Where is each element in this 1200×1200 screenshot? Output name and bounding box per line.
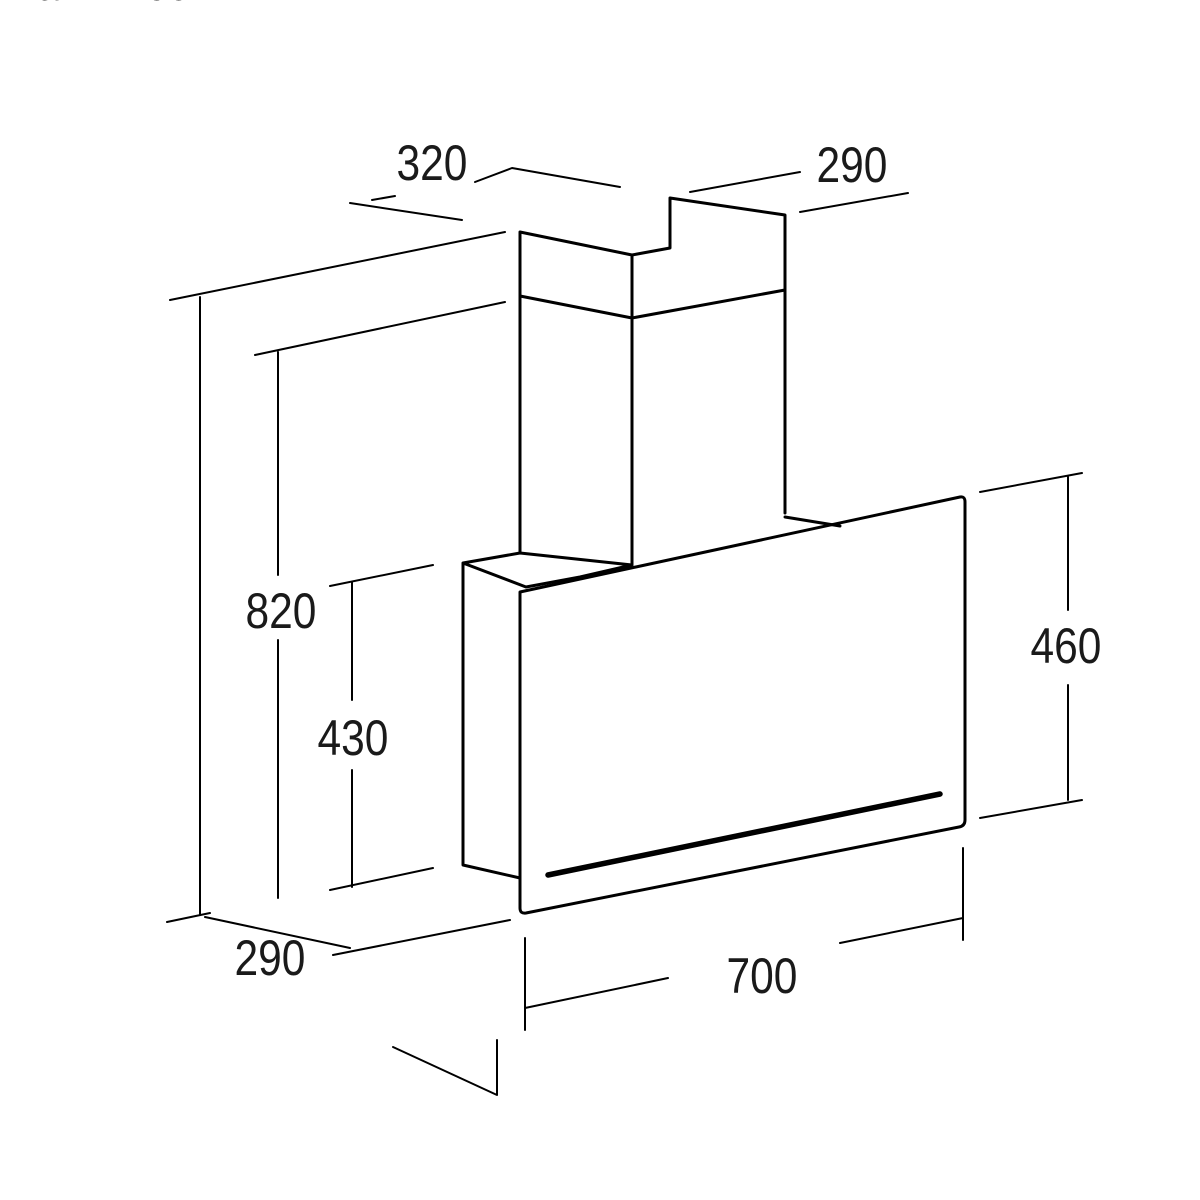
label-body-height: 430 <box>318 710 389 766</box>
label-chimney-width: 320 <box>397 135 468 191</box>
label-glass-height: 460 <box>1031 618 1102 674</box>
dim-line-base-width <box>524 847 964 1031</box>
dim-line-base-depth <box>204 916 511 956</box>
label-base-width: 700 <box>727 948 798 1004</box>
dim-line-total-height <box>166 231 506 923</box>
label-total-height-range: Mín. 845 / Máx. 1160 <box>0 0 190 11</box>
dimension-labels: 320 290 Mín. 845 / Máx. 1160 820 430 460… <box>0 0 1101 1004</box>
hood-body <box>461 515 842 880</box>
reference-corner <box>392 1039 498 1096</box>
glass-panel-outline <box>518 495 967 915</box>
chimney-right-face <box>630 196 787 515</box>
hood-body-outline <box>461 515 842 880</box>
chimney <box>518 196 787 567</box>
dim-line-chimney-width <box>349 167 621 221</box>
dim-line-glass-height <box>979 472 1083 819</box>
glass-panel <box>518 495 967 915</box>
dim-line-body-height <box>329 564 434 891</box>
dimension-lines <box>166 167 1083 1096</box>
label-base-depth: 290 <box>235 930 306 986</box>
label-chimney-depth: 290 <box>817 137 888 193</box>
dim-line-chimney-depth <box>689 171 909 213</box>
control-light-strip <box>545 791 943 878</box>
label-wall-height: 820 <box>246 583 317 639</box>
dim-line-wall-height <box>254 301 506 899</box>
chimney-left-face <box>518 230 634 567</box>
